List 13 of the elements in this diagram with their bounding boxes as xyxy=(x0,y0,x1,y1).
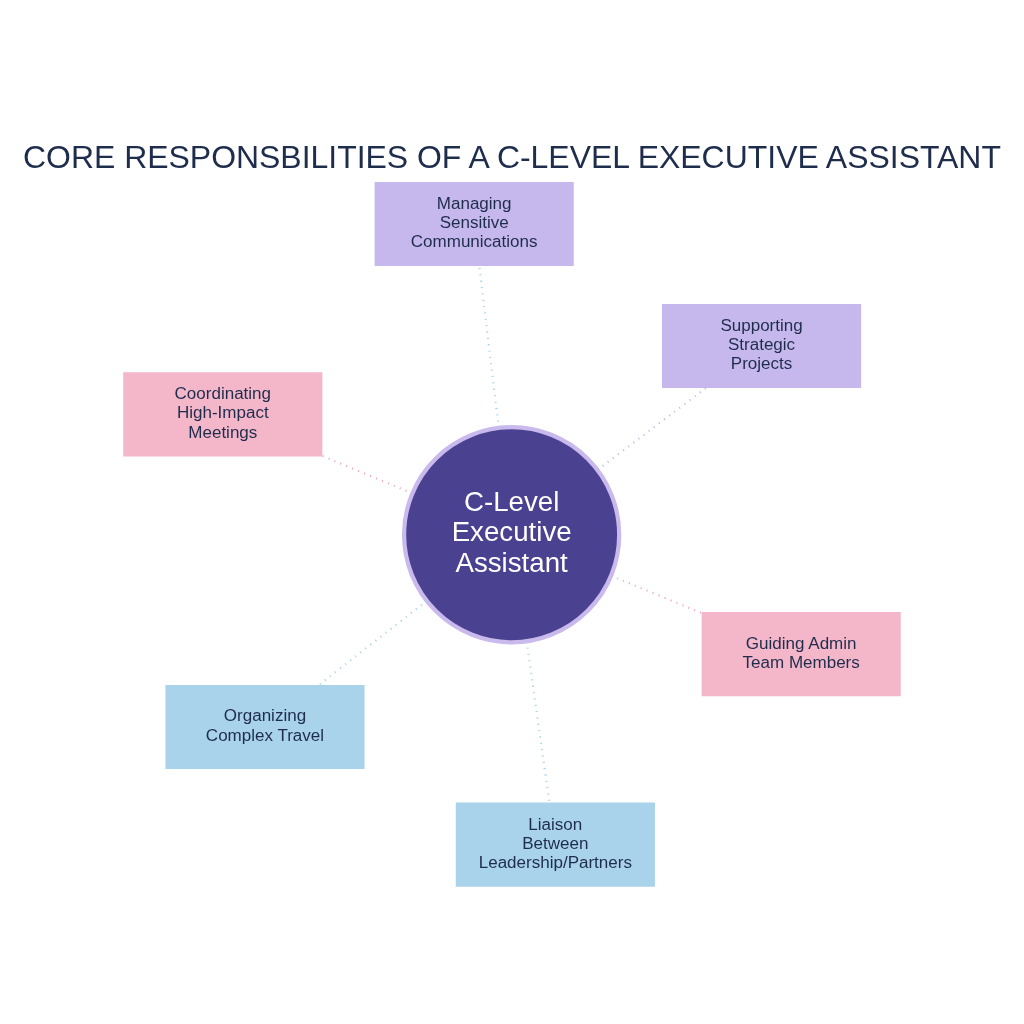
connector xyxy=(322,454,413,494)
node-box: Guiding Admin Team Members xyxy=(701,611,901,696)
diagram-title: CORE RESPONSBILITIES OF A C-LEVEL EXECUTIVE ASSISTANT xyxy=(23,138,1001,175)
connector xyxy=(525,640,551,803)
node-box: Coordinating High-Impact Meetings xyxy=(123,371,323,456)
connector xyxy=(318,599,428,686)
node-box: Organizing Complex Travel xyxy=(165,684,365,769)
connector xyxy=(478,265,500,428)
connector xyxy=(610,574,702,614)
node-box: Liaison Between Leadership/Partners xyxy=(455,802,655,887)
node-box: Supporting Strategic Projects xyxy=(662,303,862,388)
node-circle: C-Level Executive Assistant xyxy=(401,424,622,644)
node-box: Managing Sensitive Communications xyxy=(374,181,574,266)
